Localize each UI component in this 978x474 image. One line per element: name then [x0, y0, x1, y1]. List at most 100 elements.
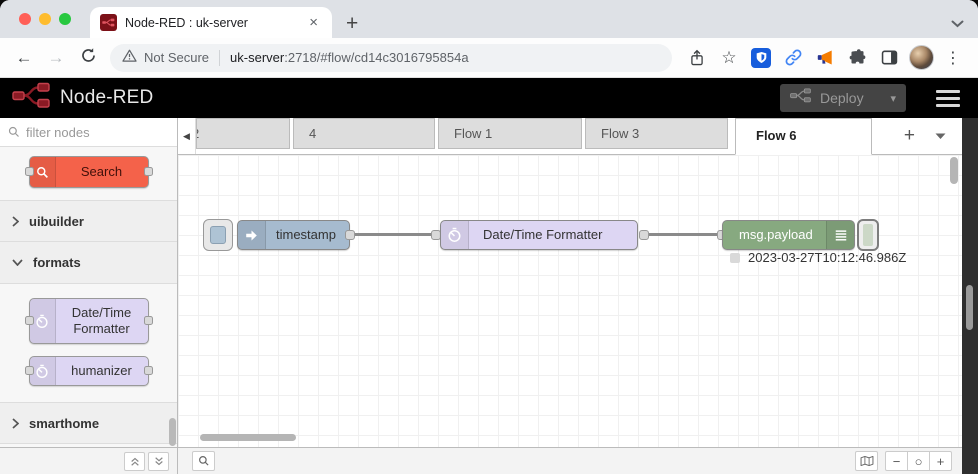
url-text: uk-server:2718/#flow/cd14c3016795854a [230, 50, 469, 65]
link-extension-icon[interactable] [780, 45, 806, 71]
zoom-in-icon: + [936, 453, 945, 469]
zoom-out-button[interactable]: − [885, 451, 908, 471]
workspace-column: ◀ 2 4 Flow 1 Flow 3 Flow 6 + [178, 118, 962, 474]
zoom-controls: − ○ + [885, 451, 952, 471]
palette-search-area: Search [0, 147, 177, 200]
flow-tab-flow3[interactable]: Flow 3 [585, 118, 728, 149]
reload-icon[interactable] [74, 47, 102, 69]
close-window-button[interactable] [19, 13, 31, 25]
back-icon[interactable]: ← [15, 47, 33, 67]
deploy-options-caret-icon[interactable]: ▾ [890, 92, 896, 105]
share-icon[interactable] [684, 45, 710, 71]
node-palette: Search uibuilder formats [0, 118, 178, 474]
browser-tabstrip: Node-RED : uk-server × + [0, 0, 978, 38]
flow-tab-label: Flow 6 [756, 128, 797, 143]
add-flow-button[interactable]: + [903, 125, 915, 146]
zoom-in-button[interactable]: + [929, 451, 952, 471]
node-output-port[interactable] [143, 167, 153, 176]
tab-scroll-left-button[interactable]: ◀ [178, 118, 196, 154]
deploy-button[interactable]: Deploy ▾ [780, 84, 906, 112]
datetime-formatter-node[interactable]: Date/Time Formatter [440, 220, 638, 250]
debug-enable-toggle[interactable] [857, 219, 879, 251]
fullscreen-window-button[interactable] [59, 13, 71, 25]
collapse-all-categories-button[interactable] [124, 451, 145, 471]
inject-node-timestamp[interactable]: timestamp [237, 220, 350, 250]
chevron-right-icon [12, 417, 19, 429]
canvas-search-button[interactable] [192, 451, 215, 471]
palette-category-smarthome[interactable]: smarthome [0, 402, 177, 444]
inject-trigger-button[interactable] [203, 219, 233, 251]
tab-search-chevron-icon[interactable] [951, 15, 964, 33]
right-edge-strip [962, 118, 978, 474]
filter-search-icon [8, 126, 19, 137]
chevron-down-icon [12, 259, 23, 266]
url-path: :2718/#flow/cd14c3016795854a [284, 50, 469, 65]
browser-menu-icon[interactable]: ⋮ [945, 49, 961, 67]
node-label: msg.payload [739, 227, 813, 242]
nodered-favicon [100, 14, 117, 31]
node-label: Date/Time Formatter [483, 227, 603, 242]
nodered-header: Node-RED Deploy ▾ [0, 78, 978, 118]
node-output-port[interactable] [143, 316, 153, 325]
node-input-port[interactable] [24, 366, 34, 375]
security-label: Not Secure [144, 50, 210, 65]
node-output-port[interactable] [345, 230, 355, 240]
node-input-port[interactable] [24, 167, 34, 176]
browser-tab[interactable]: Node-RED : uk-server × [90, 7, 332, 38]
flow-tabbar: ◀ 2 4 Flow 1 Flow 3 Flow 6 + [178, 118, 962, 155]
canvas-vertical-scrollbar-thumb[interactable] [950, 157, 958, 184]
debug-node-msg-payload[interactable]: msg.payload [722, 220, 855, 250]
extensions-puzzle-icon[interactable] [844, 45, 870, 71]
bookmark-star-icon[interactable]: ☆ [721, 47, 737, 67]
forward-icon[interactable]: → [47, 47, 65, 67]
tab-close-icon[interactable]: × [309, 14, 318, 31]
profile-avatar[interactable] [908, 45, 934, 71]
palette-node-humanizer[interactable]: humanizer [24, 356, 153, 386]
palette-category-uibuilder[interactable]: uibuilder [0, 200, 177, 242]
category-label: uibuilder [29, 213, 84, 229]
palette-node-datetime-formatter[interactable]: Date/Time Formatter [24, 298, 153, 344]
flow-tab-flow1[interactable]: Flow 1 [438, 118, 582, 149]
nodered-logo-icon [12, 82, 52, 114]
flow-tab-flow6-active[interactable]: Flow 6 [735, 118, 872, 155]
node-input-port[interactable] [24, 316, 34, 325]
debug-list-icon [826, 221, 854, 249]
main-area: Search uibuilder formats [0, 118, 978, 474]
category-label: smarthome [29, 415, 100, 431]
zoom-reset-icon: ○ [914, 453, 923, 469]
new-tab-button[interactable]: + [346, 12, 359, 35]
main-menu-icon[interactable] [936, 89, 960, 107]
filter-nodes-input[interactable] [26, 124, 156, 140]
flow-tab-label: Flow 3 [601, 126, 640, 141]
wire-inject-to-formatter[interactable] [353, 233, 437, 236]
canvas-horizontal-scrollbar-thumb[interactable] [200, 434, 296, 441]
minimize-window-button[interactable] [39, 13, 51, 25]
navigator-map-button[interactable] [855, 451, 878, 471]
zoom-reset-button[interactable]: ○ [907, 451, 930, 471]
flow-list-caret-icon[interactable] [935, 127, 946, 145]
palette-scrollbar-thumb[interactable] [169, 418, 176, 446]
expand-all-categories-button[interactable] [148, 451, 169, 471]
address-bar[interactable]: Not Secure uk-server:2718/#flow/cd14c301… [110, 43, 672, 72]
wire-formatter-to-debug[interactable] [641, 233, 725, 236]
palette-node-search[interactable]: Search [24, 156, 153, 188]
flow-tab-4[interactable]: 4 [293, 118, 435, 149]
flow-tab-2[interactable]: 2 [196, 118, 290, 149]
debug-message-indicator [730, 253, 740, 263]
toolbar-icons: ☆ ⋮ [684, 45, 966, 71]
chevron-right-icon [12, 215, 19, 227]
traffic-lights [19, 13, 71, 25]
browser-tab-title: Node-RED : uk-server [125, 15, 248, 30]
side-panel-icon[interactable] [876, 45, 902, 71]
palette-category-formats[interactable]: formats [0, 242, 177, 284]
node-output-port[interactable] [143, 366, 153, 375]
omnibox-divider [219, 49, 221, 66]
bitwarden-extension-icon[interactable] [748, 45, 774, 71]
not-secure-warning-icon [122, 49, 137, 67]
megaphone-extension-icon[interactable] [812, 45, 838, 71]
flow-canvas[interactable]: timestamp Date/Time Formatter [178, 155, 962, 447]
formats-category-content: Date/Time Formatter humanizer [0, 284, 177, 402]
page-scrollbar-thumb[interactable] [966, 285, 973, 330]
node-output-port[interactable] [639, 230, 649, 240]
flow-tab-label: Flow 1 [454, 126, 493, 141]
